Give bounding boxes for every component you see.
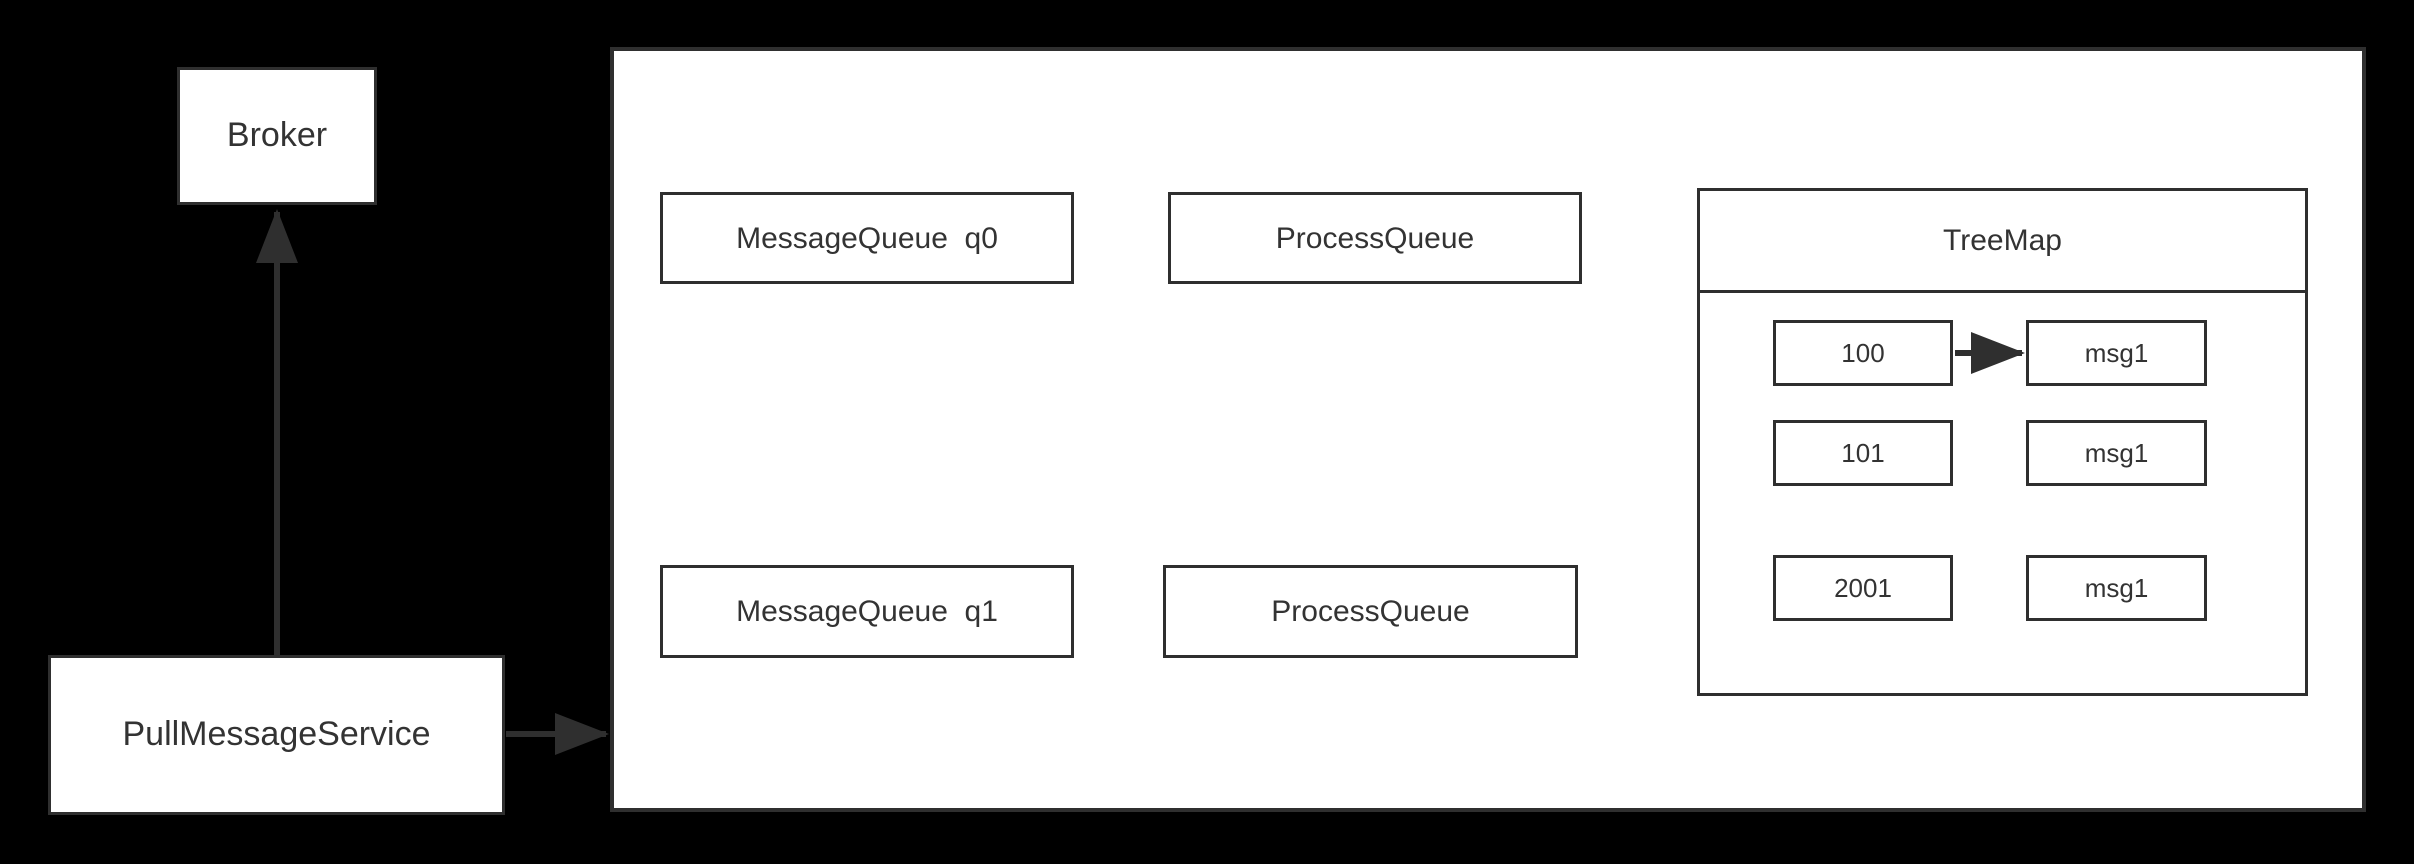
treemap-title: TreeMap xyxy=(1700,191,2305,293)
treemap-key-cell[interactable]: 2001 xyxy=(1773,555,1953,621)
broker-node[interactable]: Broker xyxy=(177,67,377,205)
treemap-value-cell[interactable]: msg1 xyxy=(2026,555,2207,621)
process-queue-0-node[interactable]: ProcessQueue xyxy=(1168,192,1582,284)
message-queue-q1-node[interactable]: MessageQueue q1 xyxy=(660,565,1074,658)
pull-message-service-node[interactable]: PullMessageService xyxy=(48,655,505,815)
treemap-value-cell[interactable]: msg1 xyxy=(2026,420,2207,486)
message-queue-q0-node[interactable]: MessageQueue q0 xyxy=(660,192,1074,284)
treemap-key-cell[interactable]: 101 xyxy=(1773,420,1953,486)
treemap-value-cell[interactable]: msg1 xyxy=(2026,320,2207,386)
treemap-key-cell[interactable]: 100 xyxy=(1773,320,1953,386)
process-queue-1-node[interactable]: ProcessQueue xyxy=(1163,565,1578,658)
